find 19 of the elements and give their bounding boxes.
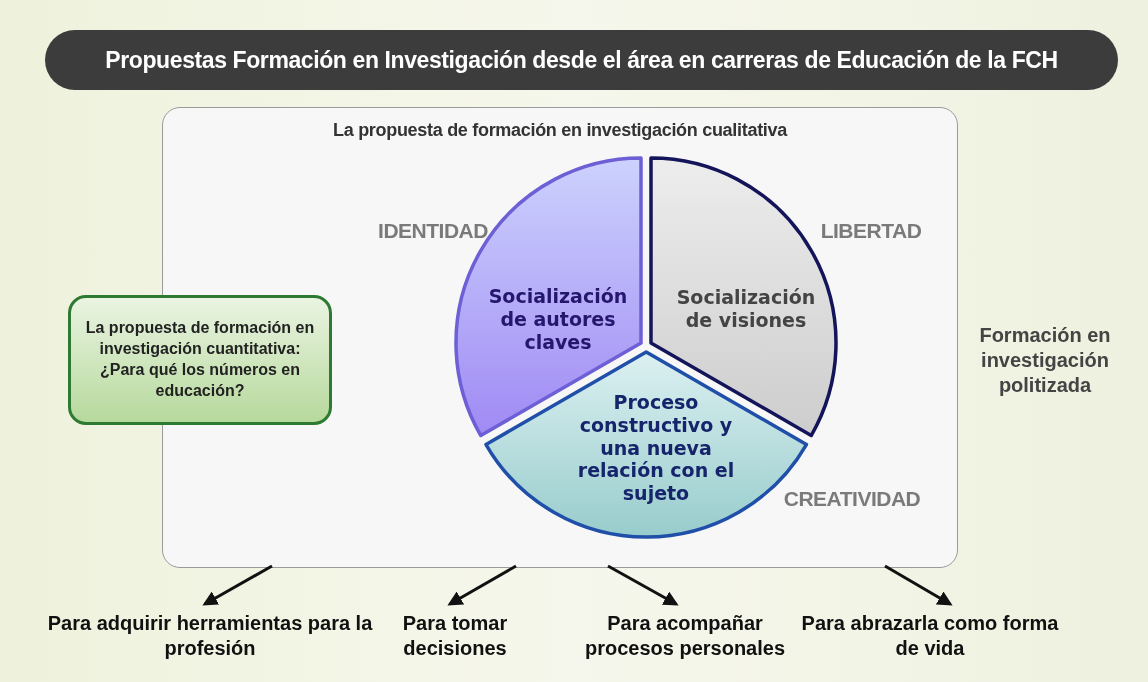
arrow [884,564,953,606]
text-label: Para acompañar procesos personales [583,611,787,661]
side-label: LIBERTAD [820,219,922,243]
side-label: CREATIVIDAD [783,487,921,511]
arrow [447,564,517,606]
text-label: Para adquirir herramientas para la profesión [46,611,374,661]
text-label: Para tomar decisiones [401,611,509,661]
box-text: La propuesta de formación en investigación cuantitativa: ¿Para qué los números en educación? [84,318,316,401]
arrow [607,564,679,606]
slice-label: Proceso constructivo y una nueva relación con el sujeto [576,391,736,505]
arrow [202,564,273,606]
panel-heading: La propuesta de formación en investigación cualitativa [332,120,789,141]
title-banner: Propuestas Formación en Investigación desde el área en carreras de Educación de la FCH [45,30,1118,90]
rounded-box [68,295,332,425]
side-label: IDENTIDAD [378,219,488,243]
slice-label: Socialización de visiones [675,286,817,332]
text-label: Formación en investigación politizada [978,322,1112,398]
text-label: Para abrazarla como forma de vida [800,611,1060,661]
slice-label: Socialización de autores claves [487,284,629,354]
